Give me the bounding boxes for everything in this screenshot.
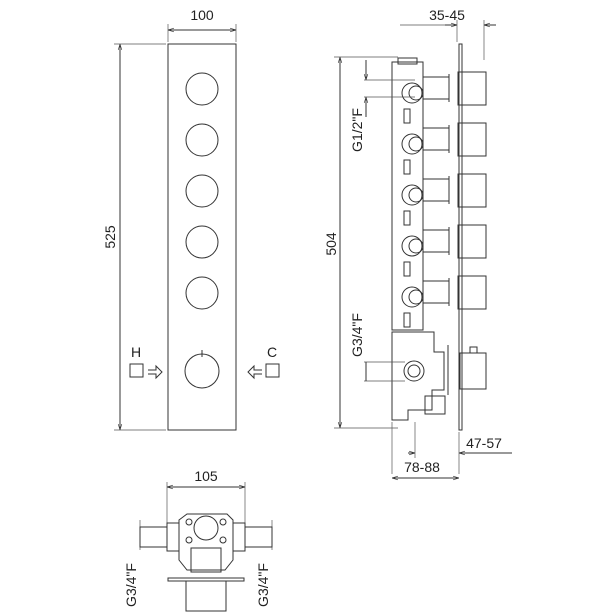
hot-label: H — [131, 344, 141, 360]
side-plate — [458, 43, 463, 431]
side-knob — [457, 224, 487, 259]
outlet-port — [401, 235, 423, 257]
total-depth-label: 78-88 — [404, 459, 440, 475]
cold-inlet-icon — [265, 363, 280, 378]
left-thread-label: G3/4"F — [123, 563, 139, 607]
depth-label: 35-45 — [429, 7, 465, 23]
hot-inlet-icon — [129, 363, 144, 378]
side-knob — [457, 275, 487, 310]
outlet-port — [401, 133, 423, 155]
cold-arrow-icon — [247, 364, 262, 380]
inlet-thread-label: G3/4"F — [349, 313, 365, 357]
bottom-view: 105 G3/4"F G3/4"F — [123, 468, 273, 612]
side-knob — [457, 122, 487, 157]
front-view: 100 525 H C — [102, 7, 280, 431]
outlet-thread-label: G1/2"F — [349, 108, 365, 152]
control-knob — [185, 225, 219, 259]
outlet-port — [401, 286, 423, 308]
front-height-label: 525 — [102, 225, 118, 249]
hot-arrow-icon — [148, 364, 163, 380]
side-view: 35-45 504 G1/2"F G3/4"F 47-57 — [323, 7, 512, 478]
mixer-body-bottom — [178, 513, 234, 571]
front-plate — [167, 43, 237, 431]
front-width-label: 100 — [190, 7, 214, 23]
control-knob — [185, 72, 219, 106]
mixer-body — [391, 331, 445, 421]
bottom-width-label: 105 — [194, 468, 218, 484]
side-height-label: 504 — [323, 232, 339, 256]
right-inlet-pipe — [244, 526, 273, 548]
left-inlet-pipe — [139, 526, 168, 548]
body-depth-label: 47-57 — [466, 435, 502, 451]
outlet-port — [401, 184, 423, 206]
thermostat-block — [459, 352, 487, 390]
control-knob — [185, 174, 219, 208]
control-knob — [185, 123, 219, 157]
thermostat-handle — [185, 580, 227, 612]
right-thread-label: G3/4"F — [255, 563, 271, 607]
control-knob — [185, 276, 219, 310]
cold-label: C — [267, 344, 277, 360]
side-knob — [457, 71, 487, 106]
outlet-port — [401, 82, 423, 104]
side-knob — [457, 173, 487, 208]
thermostat-knob — [184, 353, 220, 389]
